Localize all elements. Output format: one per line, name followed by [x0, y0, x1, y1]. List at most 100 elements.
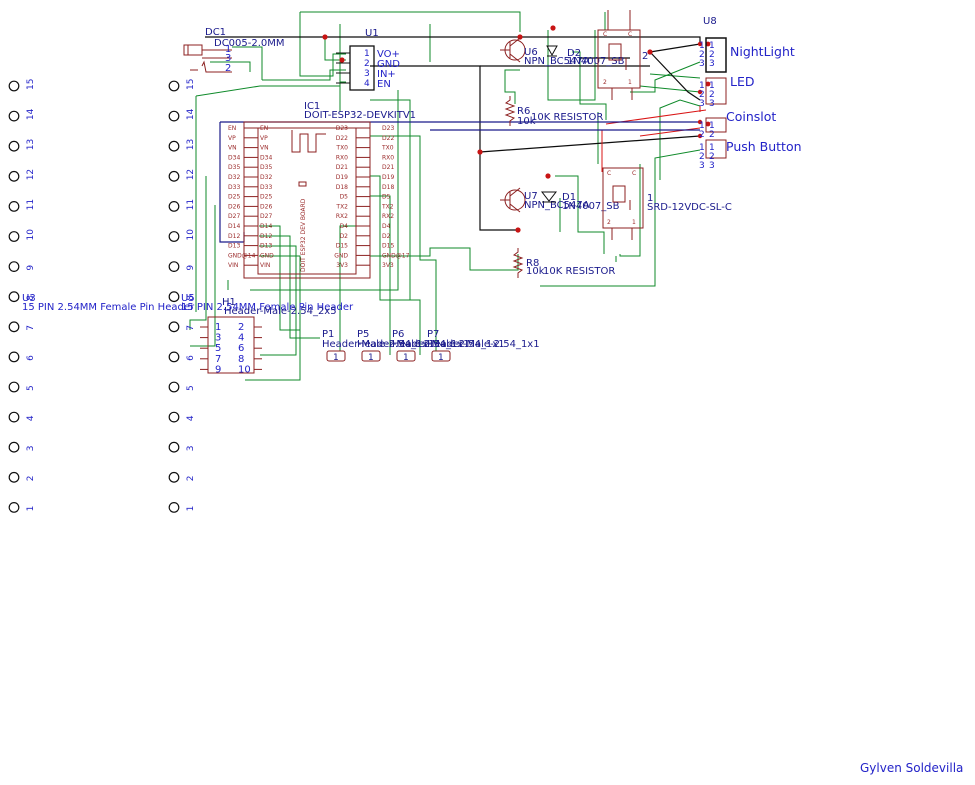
connector-pin-number: 2: [709, 130, 715, 140]
esp32-left-pin: VIN: [228, 262, 238, 269]
esp32-left-inner: VIN: [260, 262, 270, 269]
h1-pin-number: 2: [238, 322, 244, 333]
u6-ref: U6: [524, 47, 538, 58]
esp32-left-inner: VP: [260, 135, 268, 142]
svg-text:C: C: [632, 170, 636, 177]
esp32-left-pin: D13: [228, 243, 240, 250]
header_left-pin-circle: [8, 80, 20, 92]
regulator-pin-name: VO+: [377, 49, 400, 60]
connector-pin-left-number: 2: [699, 50, 705, 60]
header_left-pin-number: 10: [26, 229, 36, 241]
regulator-pin-number: 4: [364, 79, 370, 89]
header_right-pin-number: 1: [186, 506, 196, 512]
header_left-pin-circle: [8, 471, 20, 483]
header_left-pin-number: 1: [26, 506, 36, 512]
esp32-right-inner: D4: [340, 223, 349, 230]
esp32-right-inner: D5: [340, 194, 349, 201]
resistor-r6: R6 10k 10K RESISTOR: [504, 96, 603, 127]
header-u3-ref: U3: [22, 293, 36, 304]
connector-pin-left-number: 1: [699, 121, 705, 131]
r6-value: 10K RESISTOR: [531, 112, 603, 123]
header-u5-ref: U5: [181, 293, 195, 304]
esp32-right-pin: D4: [382, 223, 391, 230]
resistor-r8: R8 10k 10K RESISTOR: [512, 248, 615, 278]
r8-ref: R8: [526, 258, 539, 269]
header_right-pin-number: 8: [186, 295, 196, 301]
header_right-pin-circle: [168, 110, 180, 122]
single-pin-number: 1: [368, 353, 374, 363]
junction-dot: [339, 57, 345, 63]
dc1-pin-1: 1: [225, 44, 231, 55]
single-pin-body: [326, 350, 346, 362]
relay-bottom: C C 2 1 1 SRD-12VDC-SL-C: [602, 167, 732, 240]
connector-group-label: LED: [730, 74, 755, 89]
header_left-pin-circle: [8, 291, 20, 303]
dc-jack-dc1: DC1 DC005-2.0MM 1 3 2: [183, 27, 285, 74]
header_right-pin-circle: [168, 231, 180, 242]
female-header-u5: U5 15 PIN 2.54MM Female Pin Header 15141…: [168, 79, 354, 513]
connector-group-box: [705, 117, 727, 133]
esp32-left-pin: VN: [228, 145, 237, 152]
connector-group-box: [705, 77, 727, 105]
single-pin-body: [361, 350, 381, 362]
r8-value-short: 10k: [526, 266, 545, 277]
connector-pin-number: 1: [709, 121, 715, 131]
esp32-right-inner: 3V3: [336, 262, 348, 269]
single-pin-value: Header-Male-2.54_1x1: [322, 339, 435, 350]
header_left-pin-number: 4: [26, 415, 36, 421]
regulator-pin-number: 3: [364, 69, 370, 79]
single-pin-value: Header-Male-2.54_1x1: [392, 339, 505, 350]
svg-text:2: 2: [607, 219, 611, 226]
esp32-right-inner: D23: [336, 125, 348, 132]
esp32-left-inner: D12: [260, 233, 272, 240]
esp32-left-pin: GND@14: [228, 252, 256, 259]
header_left-pin-number: 2: [26, 476, 36, 482]
junction-dot: [705, 81, 711, 87]
esp32-left-inner: GND: [260, 252, 274, 259]
esp32-right-inner: D2: [340, 233, 349, 240]
esp32-left-inner: VN: [260, 145, 269, 152]
relay-top-body: [597, 29, 641, 89]
diode-d2: D2 1N4007_SB: [546, 45, 625, 67]
esp32-right-inner: RX2: [336, 213, 348, 220]
d2-value: 1N4007_SB: [567, 56, 625, 67]
relay-top-pin2: 2: [642, 51, 648, 62]
connector-pin-left-number: 1: [699, 41, 705, 51]
dc1-pin-3: 3: [225, 53, 231, 64]
header_left-pin-number: 9: [26, 265, 36, 271]
transistor-u6: U6 NPN_BC547A: [500, 37, 590, 67]
esp32-left-inner: EN: [260, 125, 268, 132]
h1-pin-number: 7: [215, 354, 221, 365]
h1-pin-number: 1: [215, 322, 221, 333]
h1-pin-number: 9: [215, 364, 221, 375]
esp32-right-inner: RX0: [336, 154, 348, 161]
header_left-pin-circle: [8, 321, 20, 333]
esp32-right-pin: D15: [382, 243, 394, 250]
junction-dot: [705, 121, 711, 127]
esp32-right-pin: TX0: [381, 145, 394, 152]
header_right-pin-number: 12: [186, 169, 196, 180]
esp32-right-pin: D23: [382, 125, 394, 132]
esp32-right-pin: D22: [382, 135, 394, 142]
esp32-right-inner: TX2: [335, 203, 348, 210]
header_right-pin-number: 9: [186, 265, 196, 271]
single-pin-headers: P1Header-Male-2.54_1x11P5Header-Male-2.5…: [322, 329, 540, 363]
esp32-right-pin: RX0: [382, 154, 394, 161]
header_left-pin-circle: [8, 200, 20, 212]
esp32-left-inner: D26: [260, 203, 272, 210]
header_right-pin-number: 7: [186, 325, 196, 331]
black-wires: [205, 36, 701, 231]
connector-pin-left-number: 3: [699, 161, 705, 171]
d1-value: 1N4007_SB: [562, 201, 620, 212]
junction-dot: [517, 34, 523, 40]
header_left-pin-circle: [8, 261, 20, 273]
single-pin-ref: P1: [322, 329, 334, 340]
junction-dot: [322, 34, 328, 40]
transistor-u7: U7 NPN_BC547A: [500, 187, 590, 213]
esp32-right-inner: D18: [336, 184, 348, 191]
relay-top: C C 2 1 2: [597, 10, 648, 100]
header-u5-value: 15 PIN 2.54MM Female Pin Header: [181, 302, 354, 313]
